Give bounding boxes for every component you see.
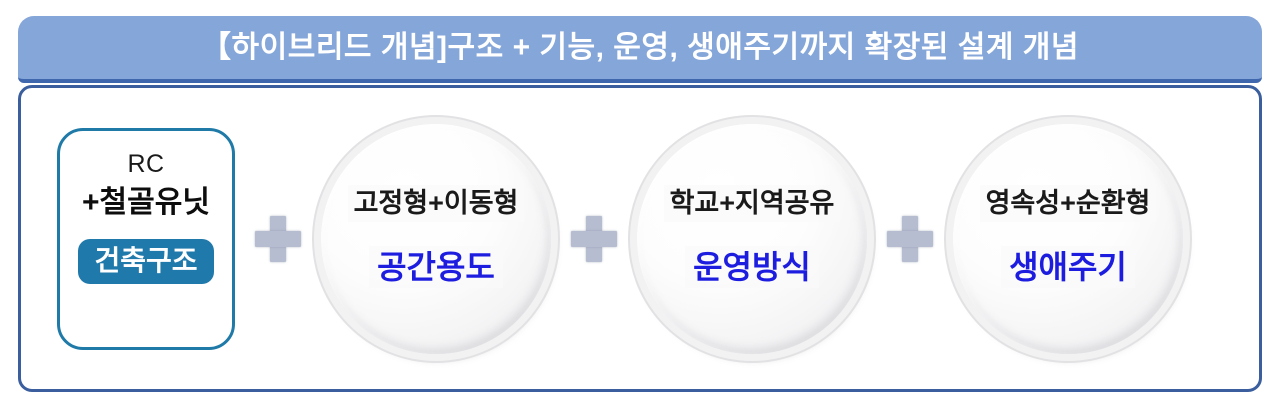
page-title: 【하이브리드 개념]구조 + 기능, 운영, 생애주기까지 확장된 설계 개념 [201, 30, 1079, 64]
circle-content: 영속성+순환형 생애주기 [953, 184, 1183, 289]
plus-separator-1 [235, 215, 321, 262]
plus-icon [887, 215, 933, 262]
status-badge: 건축구조 [78, 239, 214, 285]
concept-item-operation[interactable]: 학교+지역공유 운영방식 [637, 123, 867, 354]
concept-item-lifecycle[interactable]: 영속성+순환형 생애주기 [953, 123, 1183, 354]
structure-top-label: RC [127, 149, 165, 178]
operation-top-label: 학교+지역공유 [663, 184, 841, 222]
concept-panel: RC +철골유닛 건축구조 고정형+이동형 공간용도 [18, 85, 1262, 392]
header-banner: 【하이브리드 개념]구조 + 기능, 운영, 생애주기까지 확장된 설계 개념 [18, 16, 1262, 83]
concept-row: RC +철골유닛 건축구조 고정형+이동형 공간용도 [21, 88, 1265, 389]
concept-item-space-use[interactable]: 고정형+이동형 공간용도 [321, 123, 551, 354]
plus-separator-2 [551, 215, 637, 262]
space-use-top-label: 고정형+이동형 [347, 184, 525, 222]
circle-content: 학교+지역공유 운영방식 [637, 184, 867, 289]
circle-content: 고정형+이동형 공간용도 [321, 184, 551, 289]
lifecycle-bottom-label: 생애주기 [1001, 245, 1135, 289]
operation-bottom-label: 운영방식 [685, 245, 819, 289]
structure-sub-label: +철골유닛 [82, 186, 210, 219]
lifecycle-top-label: 영속성+순환형 [979, 184, 1157, 222]
plus-icon [255, 215, 301, 262]
space-use-bottom-label: 공간용도 [369, 245, 503, 289]
plus-icon [571, 215, 617, 262]
concept-item-structure[interactable]: RC +철골유닛 건축구조 [57, 127, 235, 350]
plus-separator-3 [867, 215, 953, 262]
